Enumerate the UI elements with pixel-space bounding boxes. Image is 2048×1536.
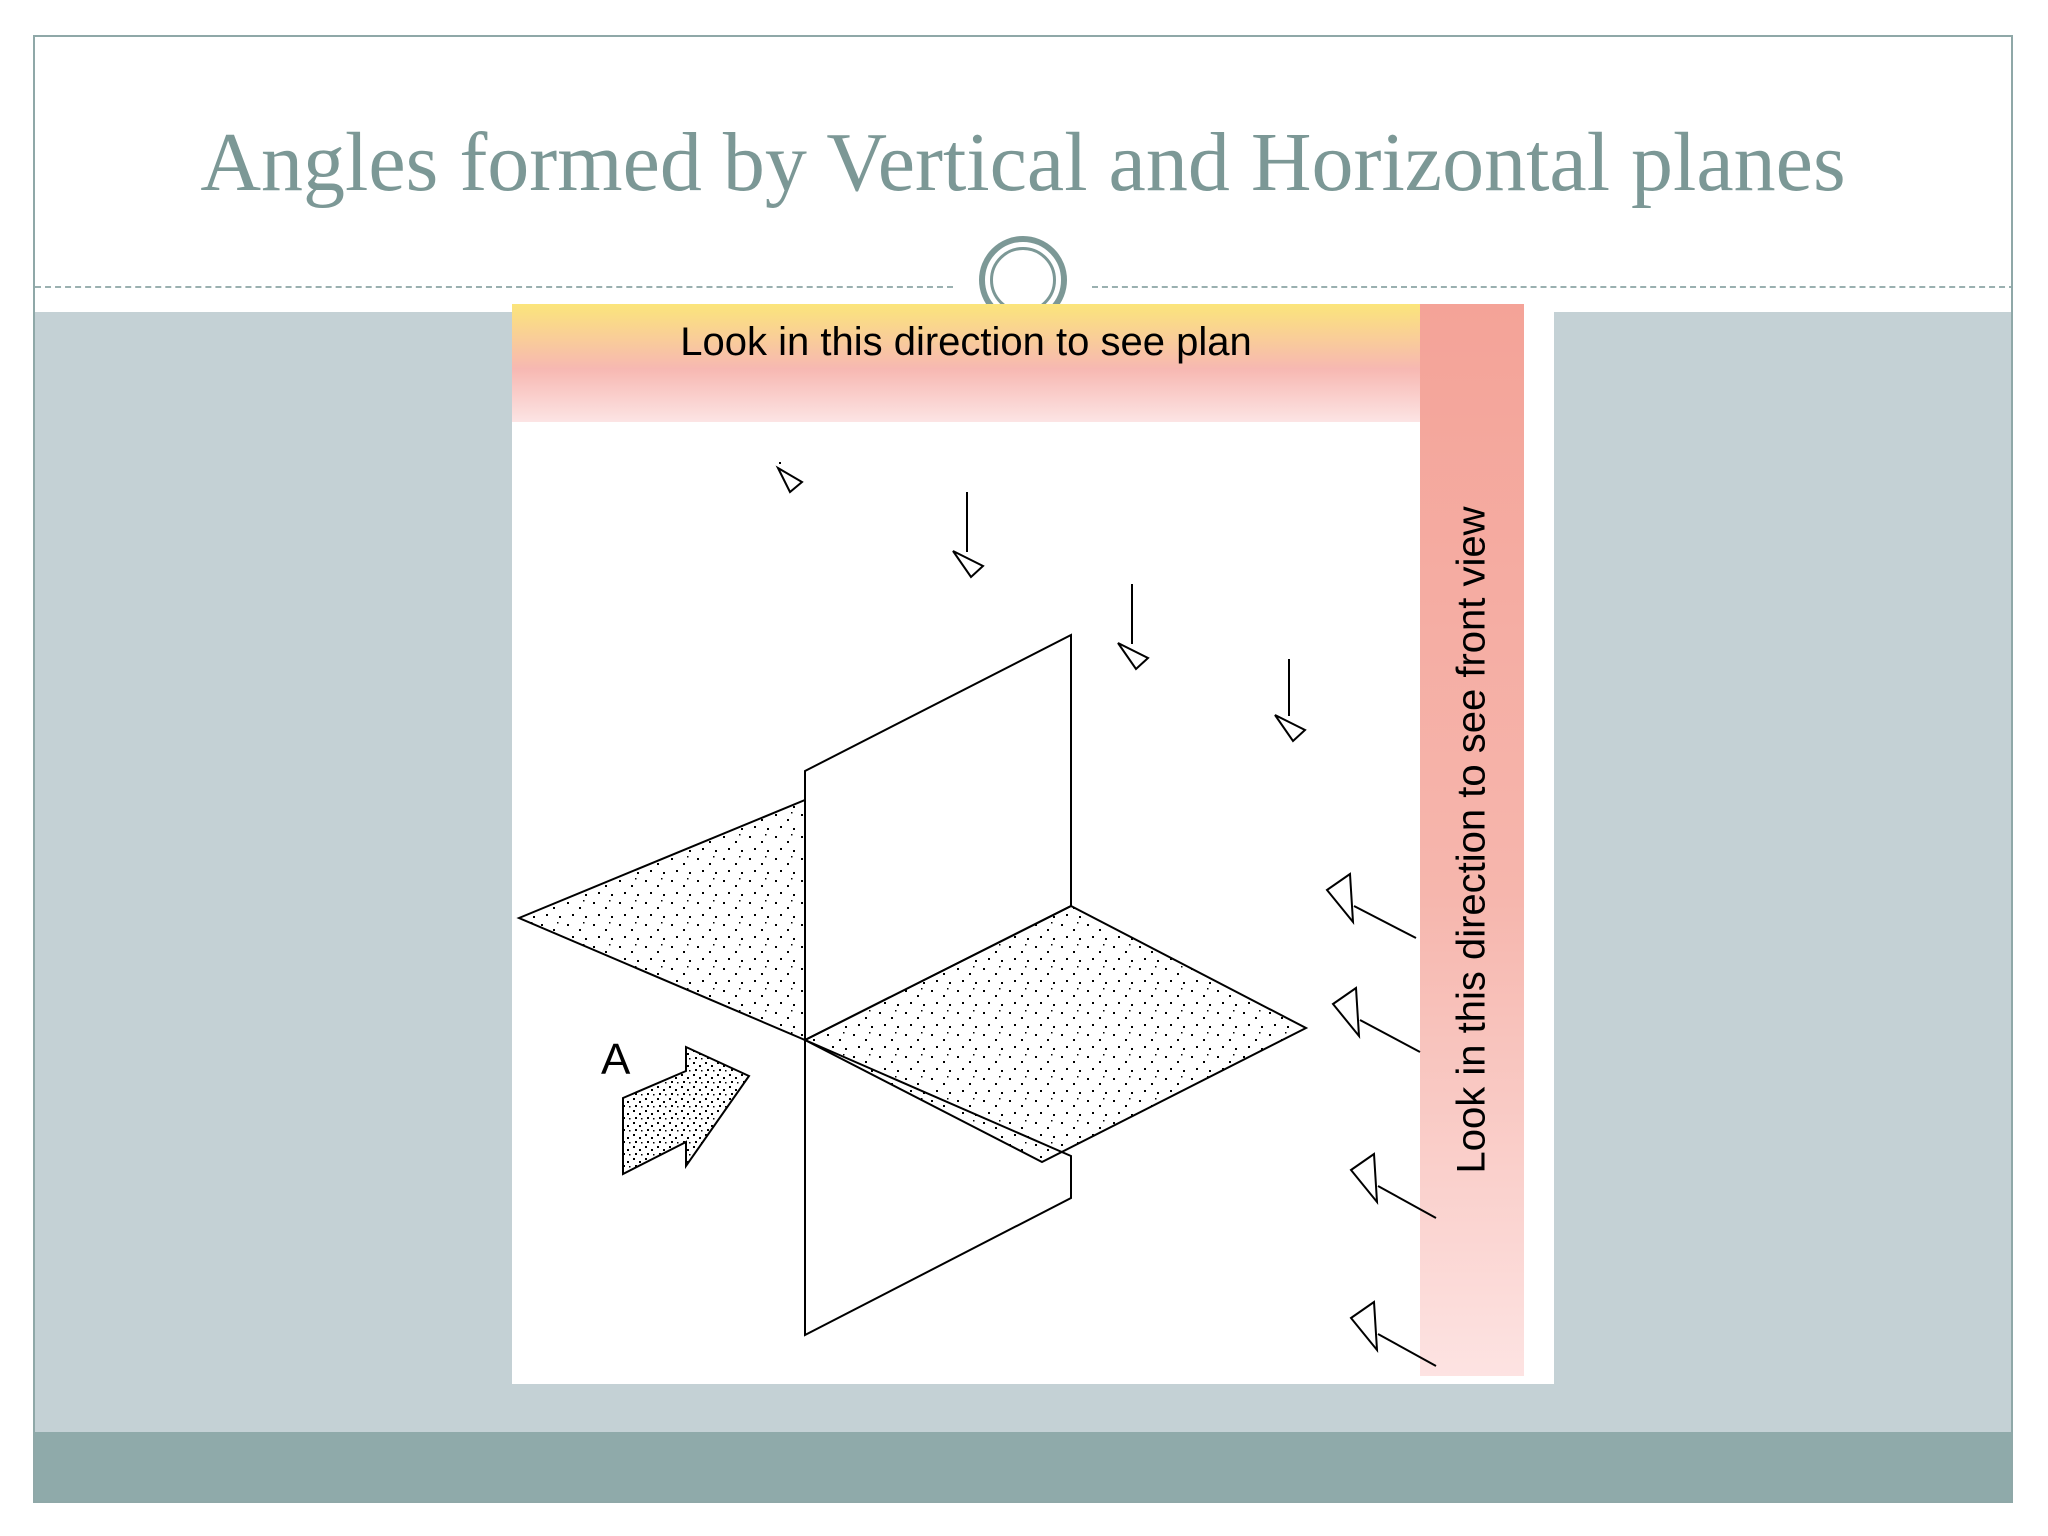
footer-bar (35, 1432, 2011, 1501)
plan-arrow-icon (952, 492, 985, 579)
view-a-block-arrow-icon (622, 1045, 751, 1176)
plan-arrow-icon (1274, 659, 1307, 743)
divider-right (1092, 286, 2011, 288)
horizontal-plane-right (802, 904, 1309, 1164)
planes-drawing: A (516, 462, 1437, 1367)
divider-left (35, 286, 953, 288)
front-view-arrow-icon (1331, 986, 1421, 1053)
planes-diagram: Look in this direction to see plan Look … (512, 304, 1554, 1384)
plan-arrow-icon (775, 462, 804, 494)
slide-title: Angles formed by Vertical and Horizontal… (200, 116, 1846, 209)
horizontal-plane-left (516, 798, 806, 1042)
plan-arrow-icon (1117, 584, 1150, 671)
front-view-arrow-icon (1349, 1300, 1437, 1367)
front-view-arrow-icon (1349, 1152, 1437, 1219)
plan-direction-label: Look in this direction to see plan (680, 320, 1252, 364)
front-view-direction-banner: Look in this direction to see front view (1420, 304, 1524, 1376)
view-a-label: A (601, 1035, 631, 1084)
front-view-arrow-icon (1325, 872, 1417, 939)
plan-direction-banner: Look in this direction to see plan (512, 304, 1420, 422)
